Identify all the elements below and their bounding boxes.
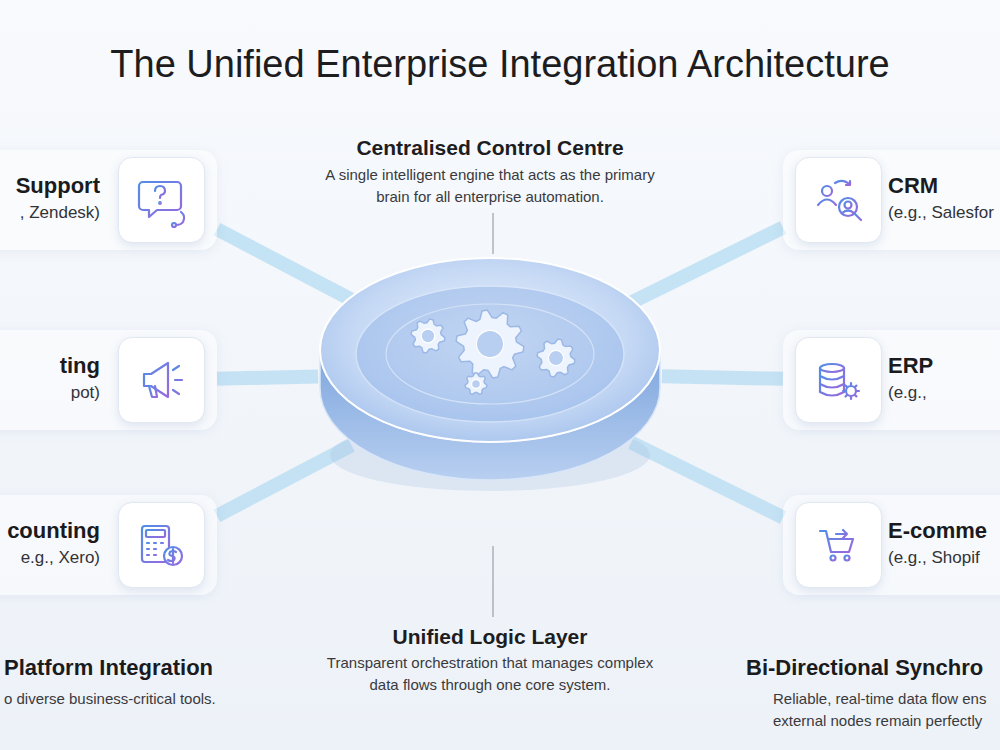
hub-description: A single intelligent engine that acts as… [320, 164, 660, 208]
section-note: external nodes remain perfectly [773, 710, 982, 732]
card-text: CRM(e.g., Salesfor [888, 172, 994, 226]
icon-tile [795, 157, 882, 243]
leader-line [493, 546, 494, 617]
system-card: tingpot) [0, 330, 217, 430]
system-card: countinge.g., Xero) [0, 495, 217, 595]
card-text: Support, Zendesk) [16, 172, 100, 226]
system-name: ERP [888, 352, 933, 380]
section-heading: Platform Integration [4, 654, 213, 682]
connector [217, 229, 352, 300]
system-card: Support, Zendesk) [0, 150, 217, 250]
connector [631, 442, 783, 517]
icon-tile [118, 337, 205, 423]
hub-heading: Centralised Control Centre [290, 135, 690, 161]
hub-description: Transparent orchestration that manages c… [320, 652, 660, 696]
system-example: e.g., Xero) [7, 545, 100, 571]
system-card: E-comme(e.g., Shopif [783, 495, 1000, 595]
system-card: ERP(e.g., [783, 330, 1000, 430]
hub-disc [318, 250, 662, 495]
section-note: Reliable, real-time data flow ens [773, 688, 986, 710]
system-name: ting [60, 352, 100, 380]
system-name: E-comme [888, 517, 987, 545]
system-name: Support [16, 172, 100, 200]
system-name: counting [7, 517, 100, 545]
icon-tile [795, 337, 882, 423]
system-example: , Zendesk) [16, 200, 100, 226]
connector [631, 227, 783, 302]
connector [217, 376, 318, 378]
card-text: ERP(e.g., [888, 352, 933, 406]
icon-tile [118, 502, 205, 588]
system-card: CRM(e.g., Salesfor [783, 150, 1000, 250]
system-name: CRM [888, 172, 994, 200]
section-heading: Bi-Directional Synchro [746, 654, 983, 682]
card-text: countinge.g., Xero) [7, 517, 100, 571]
system-example: (e.g., Shopif [888, 545, 987, 571]
icon-tile [795, 502, 882, 588]
card-text: tingpot) [60, 352, 100, 406]
system-example: (e.g., [888, 380, 933, 406]
icon-tile [118, 157, 205, 243]
system-example: (e.g., Salesfor [888, 200, 994, 226]
control-hub: Centralised Control CentreA single intel… [318, 250, 662, 495]
leader-line [493, 213, 494, 254]
hub-heading: Unified Logic Layer [290, 624, 690, 650]
card-text: E-comme(e.g., Shopif [888, 517, 987, 571]
connector [662, 376, 783, 379]
page-title: The Unified Enterprise Integration Archi… [10, 40, 990, 88]
system-example: pot) [60, 380, 100, 406]
section-note: o diverse business-critical tools. [4, 688, 216, 710]
